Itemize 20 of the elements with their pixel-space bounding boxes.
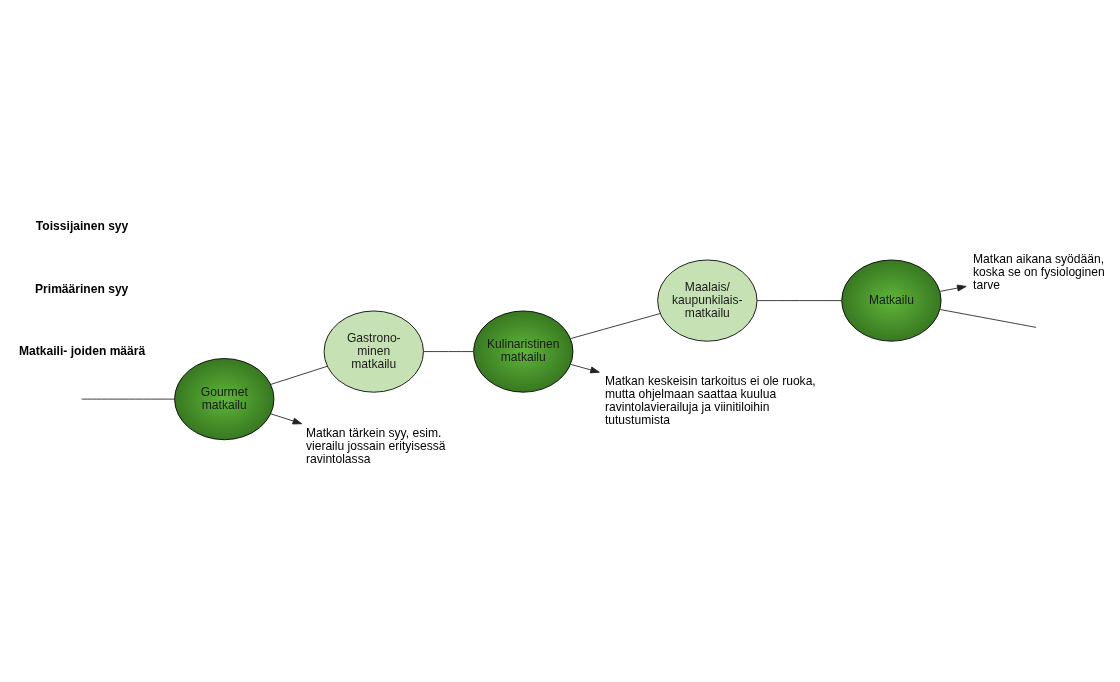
label: Primäärinen syy (35, 281, 129, 296)
connector (81, 398, 175, 400)
connector (270, 365, 328, 385)
arrow (939, 284, 967, 292)
connector (569, 313, 661, 340)
node-ellipse: Kulinaristinen matkailu (473, 310, 574, 393)
node-ellipse: Gastrono- minen matkailu (323, 310, 424, 393)
arrow (570, 363, 600, 374)
node-text: Matkan keskeisin tarkoitus ei ole ruoka, mutta ohjelmaan saattaa kuulua ravintolavierailuja ja viinitiloihin tutustumista (604, 374, 816, 428)
connector (423, 351, 474, 352)
connector (756, 300, 842, 302)
label: Toissijainen syy (35, 219, 129, 234)
node-ellipse: Gourmet matkailu (174, 358, 275, 441)
node-ellipse: Maalais/ kaupunkilais- matkailu (657, 259, 758, 342)
connector (939, 309, 1037, 328)
node-text: Matkan aikana syödään, koska se on fysiologinen tarve (973, 252, 1105, 293)
arrow (270, 413, 303, 425)
node-text: Matkan tärkein syy, esim. vierailu jossain erityisessä ravintolassa (305, 425, 446, 466)
node-ellipse: Matkailu (841, 259, 942, 342)
label: Matkaili- joiden määrä (19, 343, 146, 358)
